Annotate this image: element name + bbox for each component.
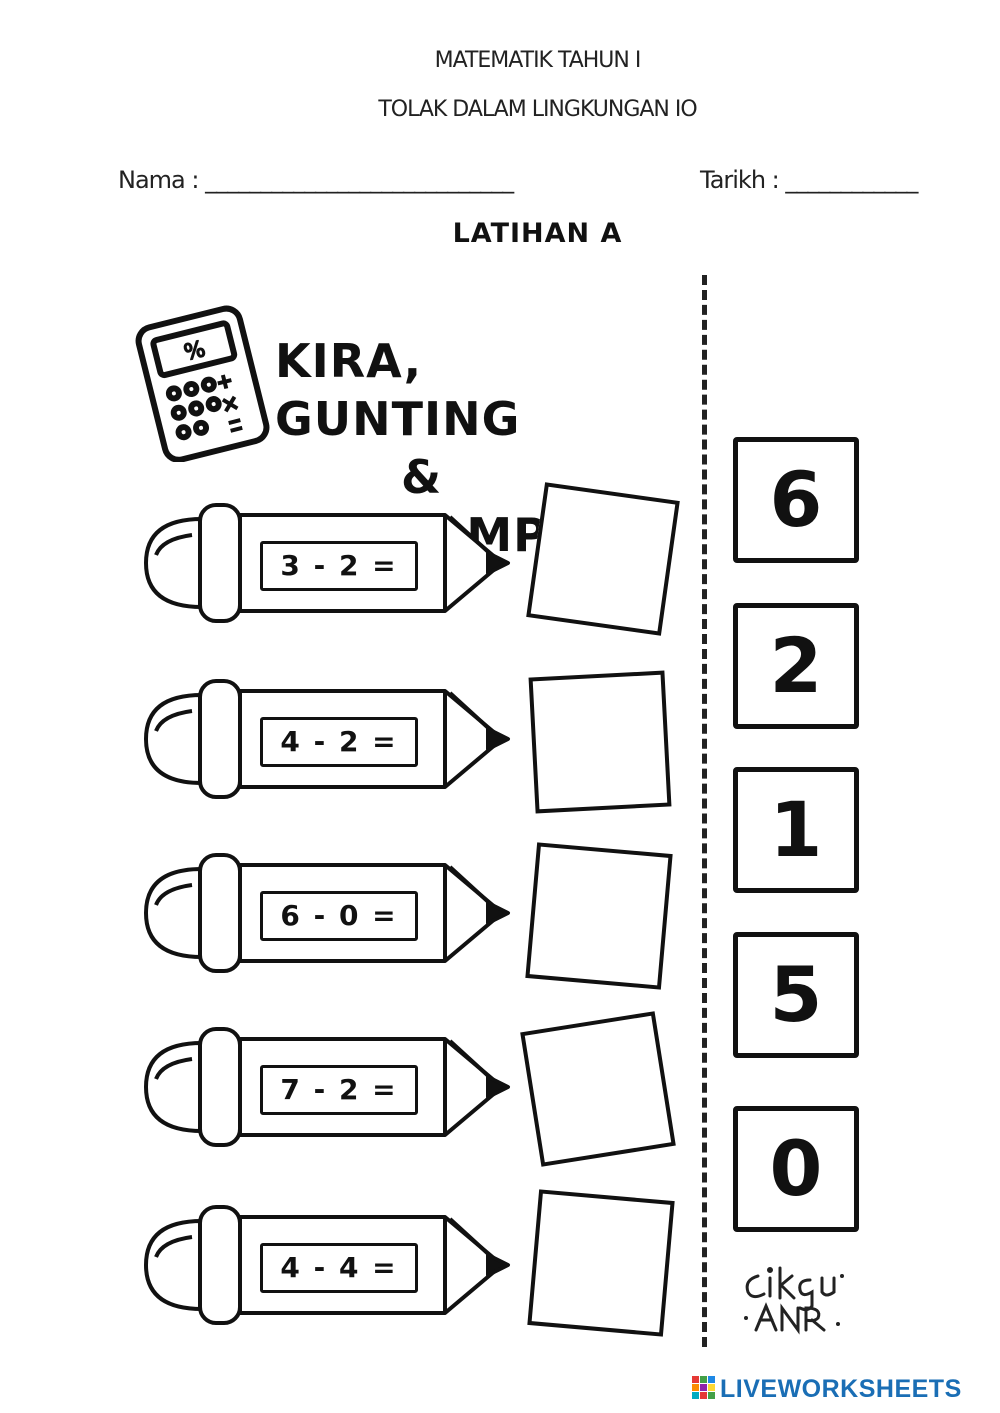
- pencil-question-1: 3 - 2 =: [140, 497, 515, 627]
- answer-card-1[interactable]: 1: [733, 767, 859, 893]
- pencil-question-5: 4 - 4 =: [140, 1199, 515, 1329]
- pencil-question-4: 7 - 2 =: [140, 1021, 515, 1151]
- calculator-icon: %: [135, 305, 270, 462]
- equation-label: 4 - 2 =: [260, 717, 418, 767]
- answer-box-1[interactable]: [526, 482, 680, 636]
- worksheet-title: MATEMATIK TAHUN I: [434, 48, 642, 73]
- date-field[interactable]: Tarikh : ____________: [700, 166, 918, 194]
- equation-label: 6 - 0 =: [260, 891, 418, 941]
- answer-card-6[interactable]: 6: [733, 437, 859, 563]
- brand-text: LIVEWORKSHEETS: [720, 1375, 962, 1403]
- equation-label: 4 - 4 =: [260, 1243, 418, 1293]
- answer-box-2[interactable]: [528, 670, 672, 814]
- answer-card-5[interactable]: 5: [733, 932, 859, 1058]
- equation-label: 3 - 2 =: [260, 541, 418, 591]
- banner-line1: KIRA, GUNTING: [275, 334, 521, 446]
- cut-line: [702, 275, 707, 1347]
- answer-card-0[interactable]: 0: [733, 1106, 859, 1232]
- answer-box-5[interactable]: [527, 1189, 675, 1337]
- worksheet-subtitle: TOLAK DALAM LINGKUNGAN IO: [378, 97, 697, 122]
- answer-box-4[interactable]: [520, 1011, 676, 1167]
- brand-logo: LIVEWORKSHEETS: [692, 1375, 962, 1404]
- name-field[interactable]: Nama : ____________________________: [118, 166, 514, 194]
- equation-label: 7 - 2 =: [260, 1065, 418, 1115]
- answer-card-2[interactable]: 2: [733, 603, 859, 729]
- signature-logo: [744, 1266, 844, 1335]
- pencil-question-2: 4 - 2 =: [140, 673, 515, 803]
- pencil-question-3: 6 - 0 =: [140, 847, 515, 977]
- liveworksheets-icon: [692, 1376, 715, 1399]
- exercise-heading: LATIHAN A: [452, 218, 623, 249]
- answer-box-3[interactable]: [525, 842, 673, 990]
